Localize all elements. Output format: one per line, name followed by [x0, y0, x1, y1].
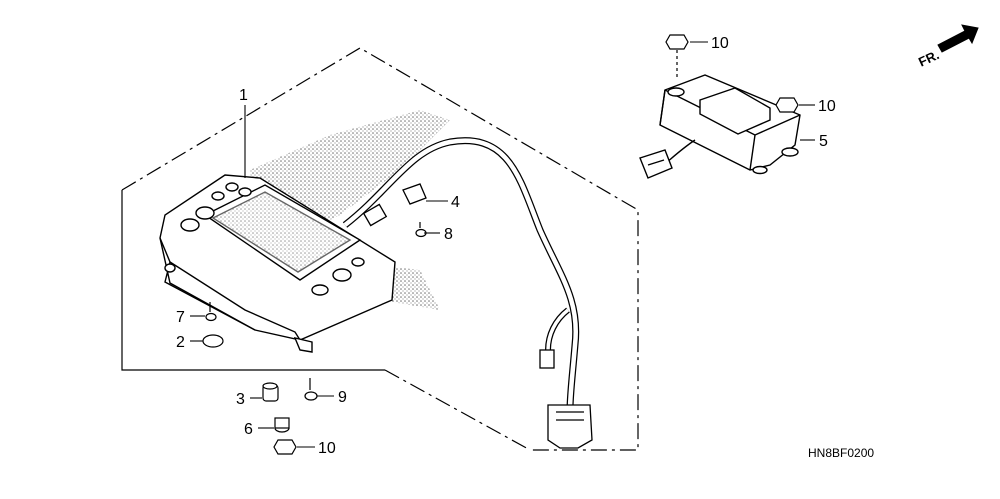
module-nuts: [665, 34, 799, 113]
harness-connectors: [362, 203, 593, 449]
callout-10-top: 10: [711, 35, 729, 52]
leader-lines: [190, 41, 815, 448]
drawing-code: HN8BF0200: [808, 446, 874, 460]
clamp-part: [402, 183, 427, 205]
callout-7: 7: [176, 309, 185, 326]
callout-3: 3: [236, 391, 245, 408]
callout-4: 4: [451, 194, 460, 211]
callout-8: 8: [444, 226, 453, 243]
callout-10-right: 10: [818, 98, 836, 115]
wire-harness: [342, 137, 580, 411]
control-module: [639, 74, 801, 179]
callout-6: 6: [244, 421, 253, 438]
front-direction-label: FR.: [916, 47, 941, 69]
assembly-boundary: [121, 47, 639, 451]
meter-assembly: [159, 174, 396, 353]
callout-9: 9: [338, 389, 347, 406]
callout-labels: 1 4 8 7 2 3 9 6 10 10 10 5: [176, 35, 836, 457]
callout-2: 2: [176, 334, 185, 351]
callout-10-bottom: 10: [318, 440, 336, 457]
small-parts: [202, 222, 427, 455]
callout-5: 5: [819, 133, 828, 150]
front-direction-indicator: FR.: [916, 24, 979, 70]
callout-1: 1: [239, 87, 248, 104]
